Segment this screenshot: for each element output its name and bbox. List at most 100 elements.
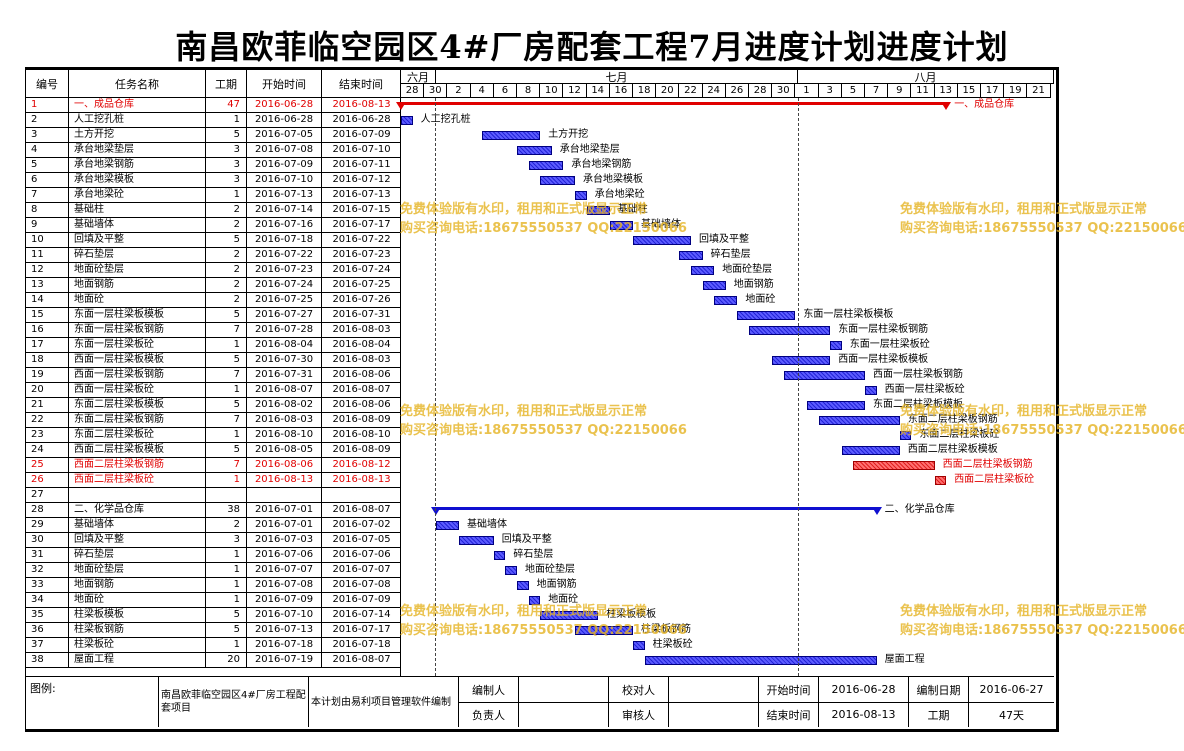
task-start: 2016-08-10 bbox=[247, 428, 322, 442]
task-name: 基础柱 bbox=[69, 203, 206, 217]
task-bar[interactable] bbox=[505, 566, 517, 575]
task-bar[interactable] bbox=[482, 131, 541, 140]
task-bar[interactable] bbox=[702, 281, 726, 290]
task-end: 2016-08-09 bbox=[332, 414, 391, 425]
task-start: 2016-07-05 bbox=[247, 128, 322, 142]
task-bar[interactable] bbox=[818, 416, 900, 425]
task-bar[interactable] bbox=[517, 581, 529, 590]
task-bar[interactable] bbox=[540, 176, 575, 185]
task-bar[interactable] bbox=[830, 341, 842, 350]
task-duration: 1 bbox=[206, 578, 247, 592]
task-bar[interactable] bbox=[714, 296, 738, 305]
task-bar[interactable] bbox=[633, 641, 645, 650]
task-name: 西面一层柱梁板模板 bbox=[69, 353, 206, 367]
task-bar[interactable] bbox=[517, 146, 552, 155]
task-duration: 5 bbox=[206, 128, 247, 142]
task-end: 2016-07-31 bbox=[332, 309, 391, 320]
task-end: 2016-08-03 bbox=[332, 354, 391, 365]
task-bar[interactable] bbox=[644, 656, 877, 665]
task-end: 2016-08-06 bbox=[332, 399, 391, 410]
bar-label: 西面一层柱梁板砼 bbox=[884, 384, 965, 395]
task-bar[interactable] bbox=[401, 116, 413, 125]
task-name: 西面二层柱梁板钢筋 bbox=[69, 458, 206, 472]
bar-label: 一、成品仓库 bbox=[954, 99, 1015, 110]
task-bar[interactable] bbox=[749, 326, 831, 335]
task-bar[interactable] bbox=[899, 431, 912, 440]
task-start: 2016-07-19 bbox=[247, 653, 322, 667]
task-bar[interactable] bbox=[540, 611, 599, 620]
task-bar[interactable] bbox=[691, 266, 715, 275]
task-bar[interactable] bbox=[934, 476, 947, 485]
task-bar[interactable] bbox=[493, 551, 506, 560]
task-bar[interactable] bbox=[609, 221, 633, 230]
task-bar[interactable] bbox=[772, 356, 831, 365]
task-bar[interactable] bbox=[586, 206, 610, 215]
task-id: 37 bbox=[26, 638, 69, 652]
task-bar[interactable] bbox=[528, 161, 564, 170]
task-bar[interactable] bbox=[853, 461, 935, 470]
task-bar[interactable] bbox=[737, 311, 796, 320]
task-bar[interactable] bbox=[633, 236, 691, 245]
day-tick: 7 bbox=[865, 84, 889, 98]
task-bar[interactable] bbox=[575, 191, 587, 200]
task-end: 2016-07-11 bbox=[332, 159, 391, 170]
summary-bar[interactable] bbox=[435, 507, 877, 510]
task-end: 2016-07-07 bbox=[332, 564, 391, 575]
task-duration: 2 bbox=[206, 218, 247, 232]
task-bar[interactable] bbox=[679, 251, 703, 260]
task-name: 西面一层柱梁板钢筋 bbox=[69, 368, 206, 382]
task-bar[interactable] bbox=[807, 401, 865, 410]
task-bar[interactable] bbox=[575, 626, 633, 635]
task-bar[interactable] bbox=[459, 536, 494, 545]
task-name: 回填及平整 bbox=[69, 533, 206, 547]
task-bar[interactable] bbox=[865, 386, 877, 395]
day-tick: 14 bbox=[586, 84, 610, 98]
task-name: 人工挖孔桩 bbox=[69, 113, 206, 127]
task-bar[interactable] bbox=[528, 596, 541, 605]
task-bar[interactable] bbox=[783, 371, 865, 380]
table-row[interactable]: 27 bbox=[26, 488, 401, 503]
summary-bar[interactable] bbox=[401, 102, 947, 105]
bar-label: 二、化学品仓库 bbox=[884, 504, 955, 515]
task-bar[interactable] bbox=[435, 521, 459, 530]
task-bar[interactable] bbox=[841, 446, 900, 455]
task-start: 2016-07-27 bbox=[247, 308, 322, 322]
